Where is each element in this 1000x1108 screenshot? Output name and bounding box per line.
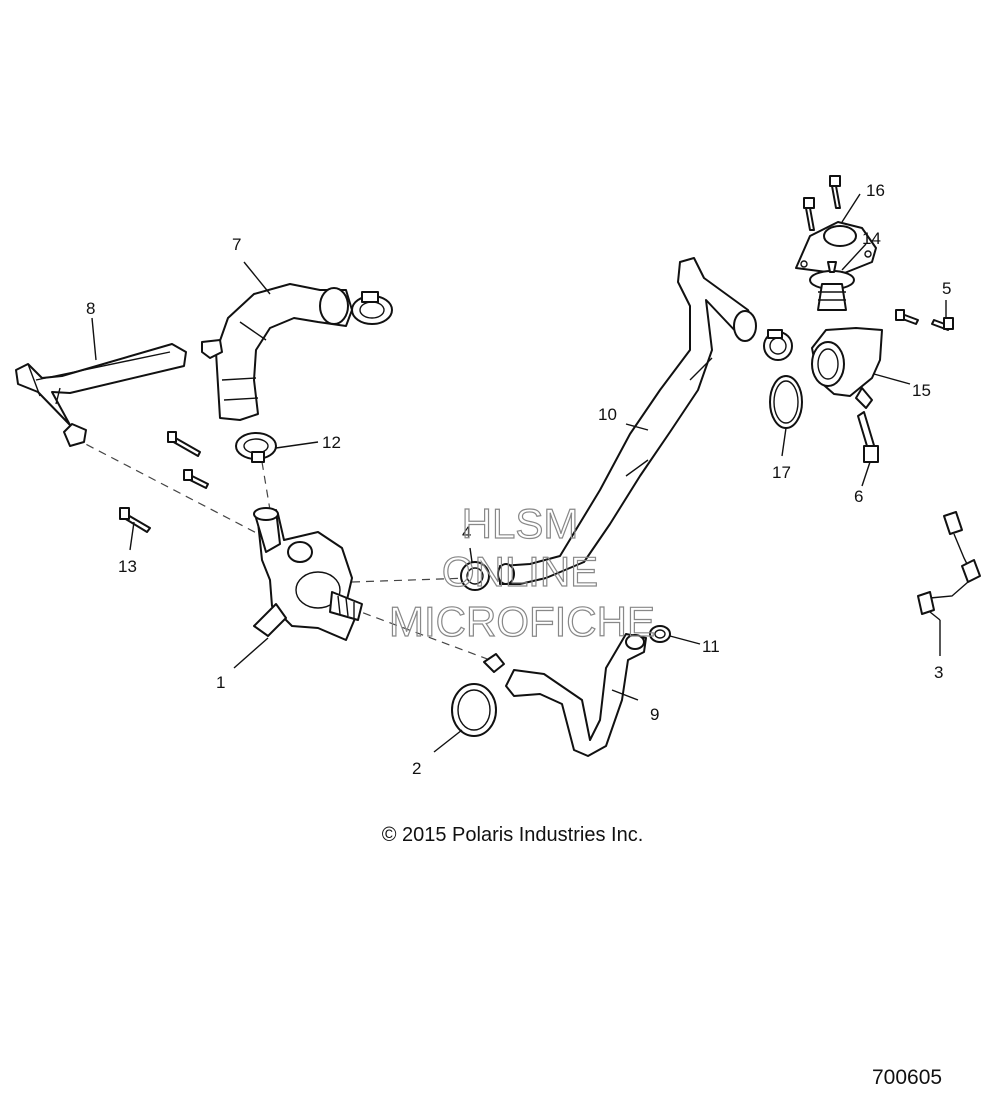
callout-7: 7 — [232, 235, 241, 254]
callout-6: 6 — [854, 487, 863, 506]
water-pump-1 — [253, 507, 363, 641]
callout-15: 15 — [912, 381, 931, 400]
thermostat-14 — [809, 261, 855, 311]
callout-14: 14 — [862, 229, 881, 248]
bolt-16-a — [803, 197, 815, 231]
callout-17: 17 — [772, 463, 791, 482]
bolt-b — [183, 469, 209, 489]
callout-8: 8 — [86, 299, 95, 318]
bolt-15-a — [895, 309, 919, 325]
hose-7 — [215, 283, 353, 421]
hose-10 — [497, 257, 757, 585]
clamp-12 — [235, 432, 277, 463]
bolt-5 — [931, 317, 954, 331]
bolt-13 — [119, 507, 151, 533]
watermark-line-2: ONLINE — [442, 548, 598, 595]
callout-3: 3 — [934, 663, 943, 682]
hose-8 — [15, 343, 187, 426]
thermostat-housing-15 — [811, 327, 883, 409]
hose-9 — [505, 633, 647, 757]
bolt-a — [167, 431, 201, 457]
thermostat-cover-16 — [795, 221, 877, 275]
callouts: 1 2 3 4 5 6 7 8 9 10 11 12 13 14 15 16 1… — [86, 181, 951, 778]
clamp-small-9 — [483, 653, 505, 673]
callout-9: 9 — [650, 705, 659, 724]
assembly-lines — [73, 437, 491, 661]
callout-5: 5 — [942, 279, 951, 298]
clamp-7-b — [201, 339, 223, 359]
bolt-16-b — [829, 175, 841, 209]
callout-16: 16 — [866, 181, 885, 200]
clamp-small-8 — [63, 423, 87, 447]
callout-10: 10 — [598, 405, 617, 424]
harness-3 — [917, 511, 981, 621]
callout-1: 1 — [216, 673, 225, 692]
watermark-line-3: MICROFICHE — [389, 598, 655, 645]
callout-13: 13 — [118, 557, 137, 576]
diagram-number: 700605 — [872, 1066, 943, 1089]
watermark: HLSM ONLINE MICROFICHE — [388, 499, 655, 645]
clamp-4 — [460, 561, 490, 591]
clamp-10 — [763, 329, 793, 361]
clamp-11 — [649, 625, 671, 643]
watermark-line-1: HLSM — [462, 500, 579, 547]
oring-2 — [451, 683, 497, 737]
clamp-7-a — [351, 291, 393, 325]
callout-12: 12 — [322, 433, 341, 452]
leader-lines — [91, 193, 947, 753]
temp-sensor-6 — [857, 411, 879, 463]
callout-4: 4 — [462, 523, 471, 542]
callout-11: 11 — [702, 637, 720, 656]
copyright-text: © 2015 Polaris Industries Inc. — [381, 824, 644, 846]
callout-2: 2 — [412, 759, 421, 778]
oring-17 — [769, 375, 803, 429]
